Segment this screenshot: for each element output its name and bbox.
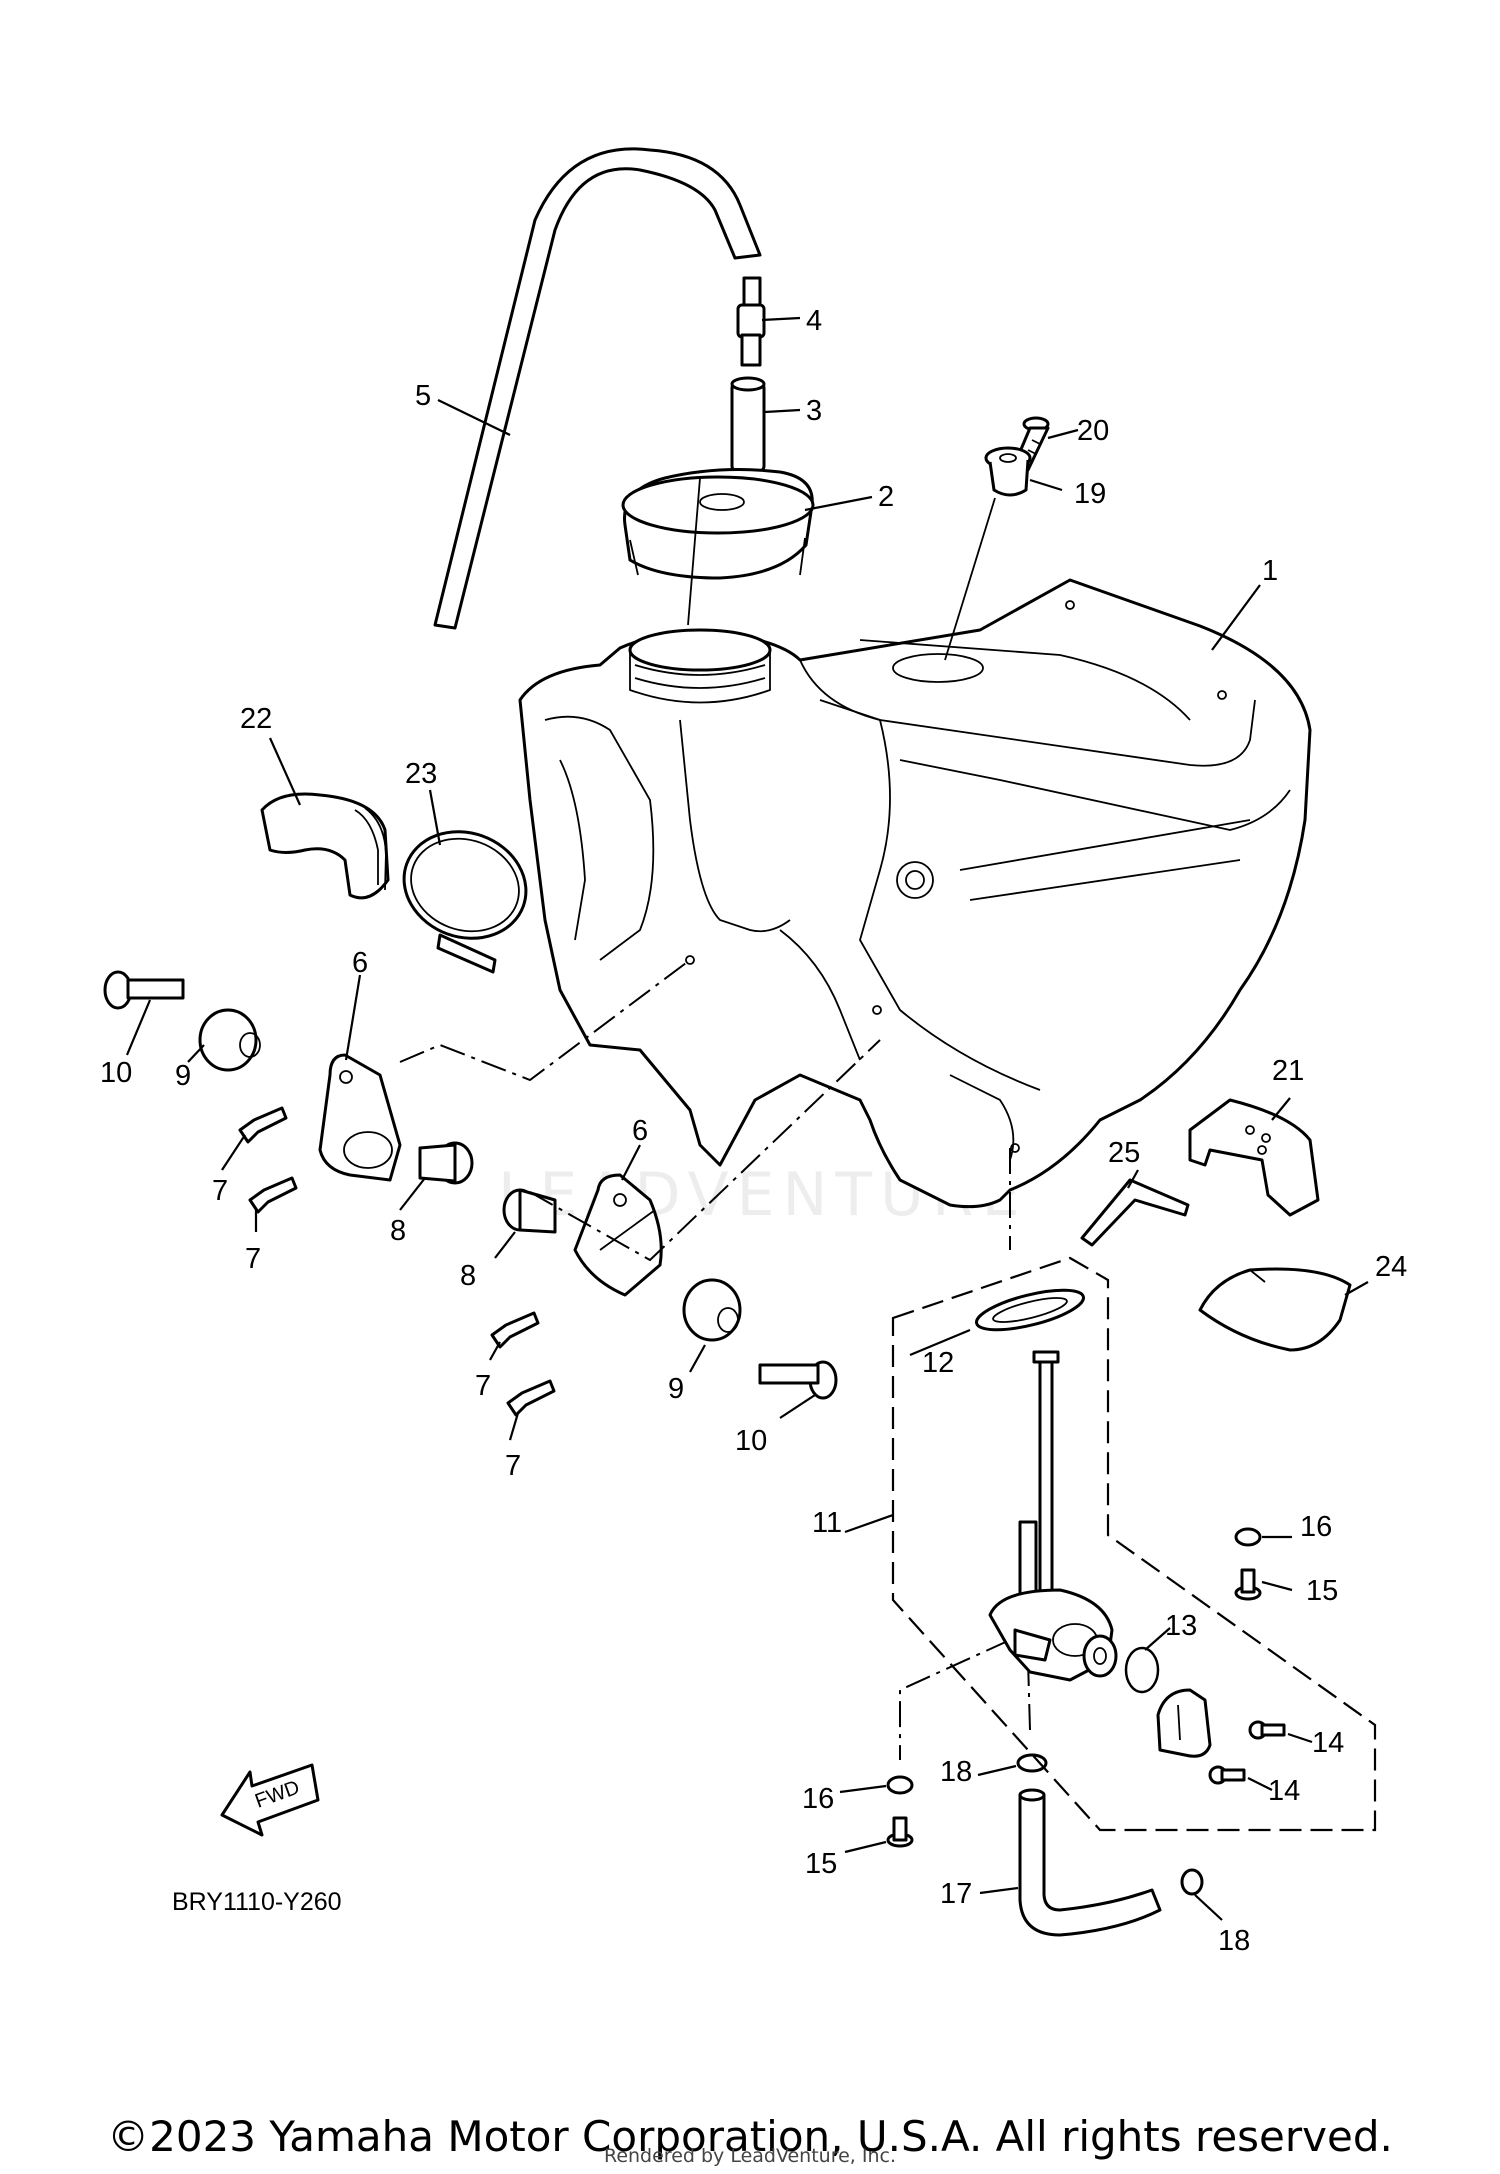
pipe-part[interactable] [730,376,766,474]
right-bolt-7a[interactable] [490,1311,540,1349]
fuel-cock-assembly-box [891,1256,1377,1832]
callout-25: 25 [1108,1137,1140,1169]
screw-15-bottom[interactable] [886,1816,914,1848]
clip-25-part[interactable] [1080,1178,1190,1247]
fuel-cap-part[interactable] [621,468,815,580]
callout-19: 19 [1074,478,1106,510]
callout-17: 17 [940,1878,972,1910]
left-bolt-7a[interactable] [238,1106,288,1144]
right-collar-8[interactable] [502,1188,557,1234]
callout-6-left: 6 [352,947,368,979]
callout-15-top: 15 [1306,1575,1338,1607]
fuel-hose-part[interactable] [1018,1788,1162,1937]
callout-23: 23 [405,758,437,790]
callout-2: 2 [878,481,894,513]
o-ring-part[interactable] [1124,1646,1160,1694]
clip-18-top[interactable] [1016,1753,1048,1773]
callout-6-right: 6 [632,1115,648,1147]
damper-part[interactable] [984,446,1032,497]
lever-plate-part[interactable] [1156,1688,1212,1758]
callout-9-right: 9 [668,1373,684,1405]
left-damper-9[interactable] [198,1008,261,1072]
right-bolt-10[interactable] [758,1360,838,1400]
left-collar-8[interactable] [418,1141,474,1185]
callout-18-top: 18 [940,1756,972,1788]
joint-fitting-part[interactable] [736,276,766,367]
callout-7d: 7 [505,1450,521,1482]
callout-4: 4 [806,305,822,337]
rear-bracket-part[interactable] [1188,1098,1320,1217]
cover-part[interactable] [1198,1267,1352,1352]
callout-24: 24 [1375,1251,1407,1283]
callout-7a: 7 [212,1175,228,1207]
drawing-code: BRY1110-Y260 [172,1888,342,1916]
callout-7b: 7 [245,1243,261,1275]
right-bracket-6[interactable] [573,1173,663,1297]
callout-leaders [125,316,1369,1921]
callout-10-left: 10 [100,1057,132,1089]
callout-14b: 14 [1268,1775,1300,1807]
seal-part[interactable] [1082,1634,1118,1678]
callout-11: 11 [812,1507,842,1539]
callout-10-right: 10 [735,1425,767,1457]
callout-16-bottom: 16 [802,1783,834,1815]
callout-1: 1 [1262,555,1278,587]
callout-20: 20 [1077,415,1109,447]
fuel-cock-part[interactable] [988,1350,1114,1682]
screw-15-top[interactable] [1234,1568,1262,1601]
fuel-tank-part[interactable] [518,578,1312,1209]
callout-8-left: 8 [390,1215,406,1247]
callout-14a: 14 [1312,1727,1344,1759]
callout-3: 3 [806,395,822,427]
cable-tie-part[interactable] [389,815,541,974]
callout-8-right: 8 [460,1260,476,1292]
callout-labels: 1 2 3 4 5 6 6 7 7 7 7 8 8 9 9 10 10 11 1… [100,305,1407,1957]
callout-21: 21 [1272,1055,1304,1087]
callout-18-bottom: 18 [1218,1925,1250,1957]
callout-5: 5 [415,380,431,412]
washer-16-top[interactable] [1234,1527,1262,1547]
screw-14b[interactable] [1208,1765,1246,1785]
assembly-lines [399,477,1031,1760]
copyright-notice: ©2023 Yamaha Motor Corporation, U.S.A. A… [107,2112,1393,2161]
callout-15-bottom: 15 [805,1848,837,1880]
screw-14a[interactable] [1248,1720,1286,1740]
callout-12: 12 [922,1347,954,1379]
washer-16-bottom[interactable] [886,1775,914,1795]
clip-18-bottom[interactable] [1180,1868,1204,1896]
left-bracket-6[interactable] [318,1053,402,1182]
rendered-by-credit: Rendered by LeadVenture, Inc. [603,2145,897,2167]
breather-hose-part[interactable] [433,147,762,630]
left-bolt-10[interactable] [103,970,185,1010]
left-bolt-7b[interactable] [248,1176,298,1214]
callout-22: 22 [240,703,272,735]
gasket-part[interactable] [973,1282,1087,1338]
protector-band-part[interactable] [260,792,390,900]
forward-arrow-icon: FWD [220,1763,320,1837]
callout-9-left: 9 [175,1060,191,1092]
right-damper-9[interactable] [682,1278,742,1342]
right-bolt-7b[interactable] [506,1379,556,1417]
callout-16-top: 16 [1300,1511,1332,1543]
callout-13: 13 [1165,1610,1197,1642]
callout-7c: 7 [475,1370,491,1402]
